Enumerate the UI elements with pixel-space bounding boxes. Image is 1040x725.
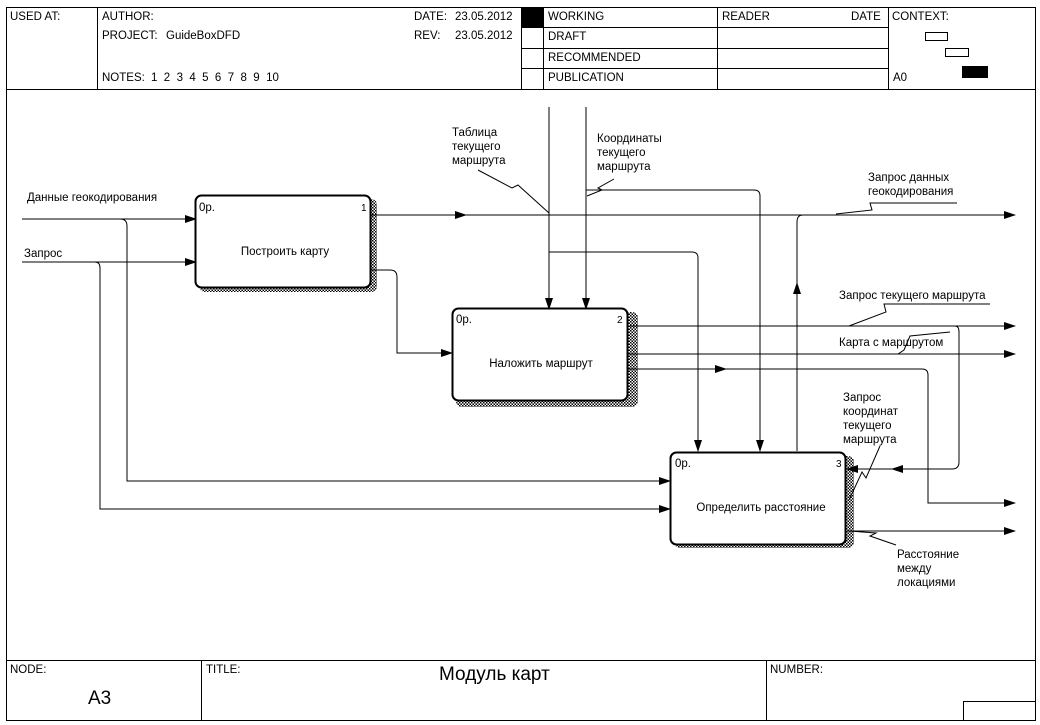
label-route-table-1: Таблица: [452, 127, 498, 139]
box-2-number: 2: [617, 315, 623, 326]
reader-date-label: DATE: [851, 11, 881, 23]
arrows: [22, 107, 1016, 546]
rev-label: REV:: [414, 30, 441, 42]
status-recommended: RECOMMENDED: [548, 52, 641, 64]
label-geocoding-request-2: геокодирования: [868, 186, 953, 198]
status-publication: PUBLICATION: [548, 72, 624, 84]
notes-values: 1 2 3 4 5 6 7 8 9 10: [151, 72, 279, 84]
box-3-label: Определить расстояние: [696, 502, 825, 514]
node-value: A3: [88, 688, 112, 709]
label-distance-1: Расстояние: [897, 549, 959, 561]
label-route-table-2: текущего: [452, 141, 501, 153]
node-label: NODE:: [10, 664, 47, 676]
label-route-coords-1: Координаты: [597, 133, 662, 145]
title-label: TITLE:: [206, 664, 241, 676]
label-coords-request-4: маршрута: [843, 434, 897, 446]
box-1-number: 1: [361, 203, 367, 214]
box-1-label: Построить карту: [241, 246, 330, 258]
arrow-coords-request: [846, 325, 960, 473]
box-2-label: Наложить маршрут: [489, 358, 593, 370]
number-label: NUMBER:: [770, 664, 824, 676]
box-1-cost: 0р.: [199, 202, 215, 214]
activity-box-3: 0р. 3 Определить расстояние: [669, 451, 854, 548]
project-label: PROJECT:: [102, 30, 158, 42]
reader-label: READER: [722, 11, 770, 23]
arrow-map: [371, 269, 453, 357]
context-node: A0: [893, 72, 908, 84]
arrow-labels: Данные геокодирования Запрос Таблица тек…: [24, 127, 986, 589]
rev-value: 23.05.2012: [455, 30, 513, 42]
label-geocoding-request-1: Запрос данных: [868, 172, 949, 184]
label-route-table-3: маршрута: [452, 155, 506, 167]
box-3-number: 3: [836, 459, 842, 470]
label-coords-request-2: координат: [843, 406, 899, 418]
label-route-coords-3: маршрута: [597, 161, 651, 173]
label-distance-2: между: [897, 563, 932, 575]
project-value: GuideBoxDFD: [166, 30, 241, 42]
label-geocoding-data: Данные геокодирования: [27, 192, 157, 204]
context-map: [925, 32, 988, 78]
activity-box-1: 0р. 1 Построить карту: [194, 194, 377, 292]
context-label: CONTEXT:: [892, 11, 949, 23]
form-frame: [6, 7, 1036, 721]
status-working: WORKING: [548, 11, 605, 23]
label-current-route-request: Запрос текущего маршрута: [839, 290, 986, 302]
label-map-with-route: Карта с маршрутом: [839, 337, 943, 349]
author-label: AUTHOR:: [102, 11, 154, 23]
working-status-marker: [522, 8, 543, 27]
label-coords-request-3: текущего: [843, 420, 892, 432]
label-request: Запрос: [24, 248, 62, 260]
date-value: 23.05.2012: [455, 11, 513, 23]
box-2-cost: 0р.: [456, 314, 472, 326]
date-label: DATE:: [414, 11, 448, 23]
label-route-coords-2: текущего: [597, 147, 646, 159]
label-distance-3: локациями: [897, 577, 955, 589]
activity-box-2: 0р. 2 Наложить маршрут: [451, 307, 638, 407]
used-at-label: USED AT:: [10, 11, 61, 23]
page-title: Модуль карт: [439, 664, 550, 685]
notes-label: NOTES:: [102, 72, 145, 84]
box-3-cost: 0р.: [675, 458, 691, 470]
label-coords-request-1: Запрос: [843, 392, 881, 404]
status-draft: DRAFT: [548, 31, 587, 43]
